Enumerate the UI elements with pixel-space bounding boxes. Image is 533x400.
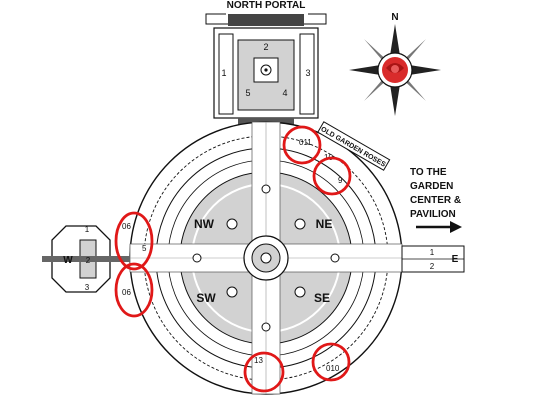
ring-label: 06 [122, 288, 131, 297]
east-label: E [452, 254, 459, 265]
ring-label: 13 [254, 356, 263, 365]
ring-label: 010 [326, 364, 340, 373]
west-label-1: 1 [85, 225, 90, 234]
west-label-2: 2 [86, 256, 91, 265]
highlight-circle [114, 262, 154, 318]
east-lane-2: 2 [430, 262, 435, 271]
quadrant-ne[interactable]: NE [316, 217, 333, 231]
sign-line-2: GARDEN [410, 181, 453, 192]
west-label-3: 3 [85, 283, 90, 292]
ring-label: 5 [142, 244, 147, 253]
highlight-markers [114, 125, 352, 393]
ring-label: 06 [122, 222, 131, 231]
ring-label: 9 [338, 176, 343, 185]
north-label-2: 2 [263, 42, 268, 52]
highlight-circle [312, 156, 352, 196]
north-label-4: 4 [282, 88, 287, 98]
north-label-3: 3 [305, 68, 310, 78]
ring-label: 011 [299, 138, 312, 147]
east-entrance[interactable]: 1 2 E [401, 245, 465, 273]
west-building[interactable]: 1 W 2 3 [42, 225, 130, 293]
arrow-right-icon [450, 221, 462, 233]
highlight-circle [311, 342, 351, 382]
quadrant-sw[interactable]: SW [196, 291, 216, 305]
compass-north-label: N [391, 12, 398, 23]
main-garden: NW NE SW SE OLD GARDEN ROSES 011 10 9 06… [122, 121, 403, 395]
east-lane-1: 1 [430, 248, 435, 257]
north-portal-building[interactable]: NORTH PORTAL 2 1 3 5 4 [205, 0, 327, 128]
north-label-1: 1 [221, 68, 226, 78]
sign-line-4: PAVILION [410, 209, 456, 220]
quadrant-nw[interactable]: NW [194, 217, 215, 231]
quadrant-se[interactable]: SE [314, 291, 330, 305]
north-portal-title: NORTH PORTAL [227, 0, 306, 11]
highlight-circle [282, 125, 322, 165]
west-label-w: W [63, 255, 73, 266]
north-label-5: 5 [245, 88, 250, 98]
sign-line-1: TO THE [410, 167, 447, 178]
garden-center-sign: TO THE GARDEN CENTER & PAVILION [410, 167, 462, 233]
sign-line-3: CENTER & [410, 195, 461, 206]
compass-rose: N [349, 12, 441, 116]
highlight-circle [243, 351, 285, 393]
highlight-circle [114, 211, 154, 271]
fountain-icon [260, 252, 272, 264]
